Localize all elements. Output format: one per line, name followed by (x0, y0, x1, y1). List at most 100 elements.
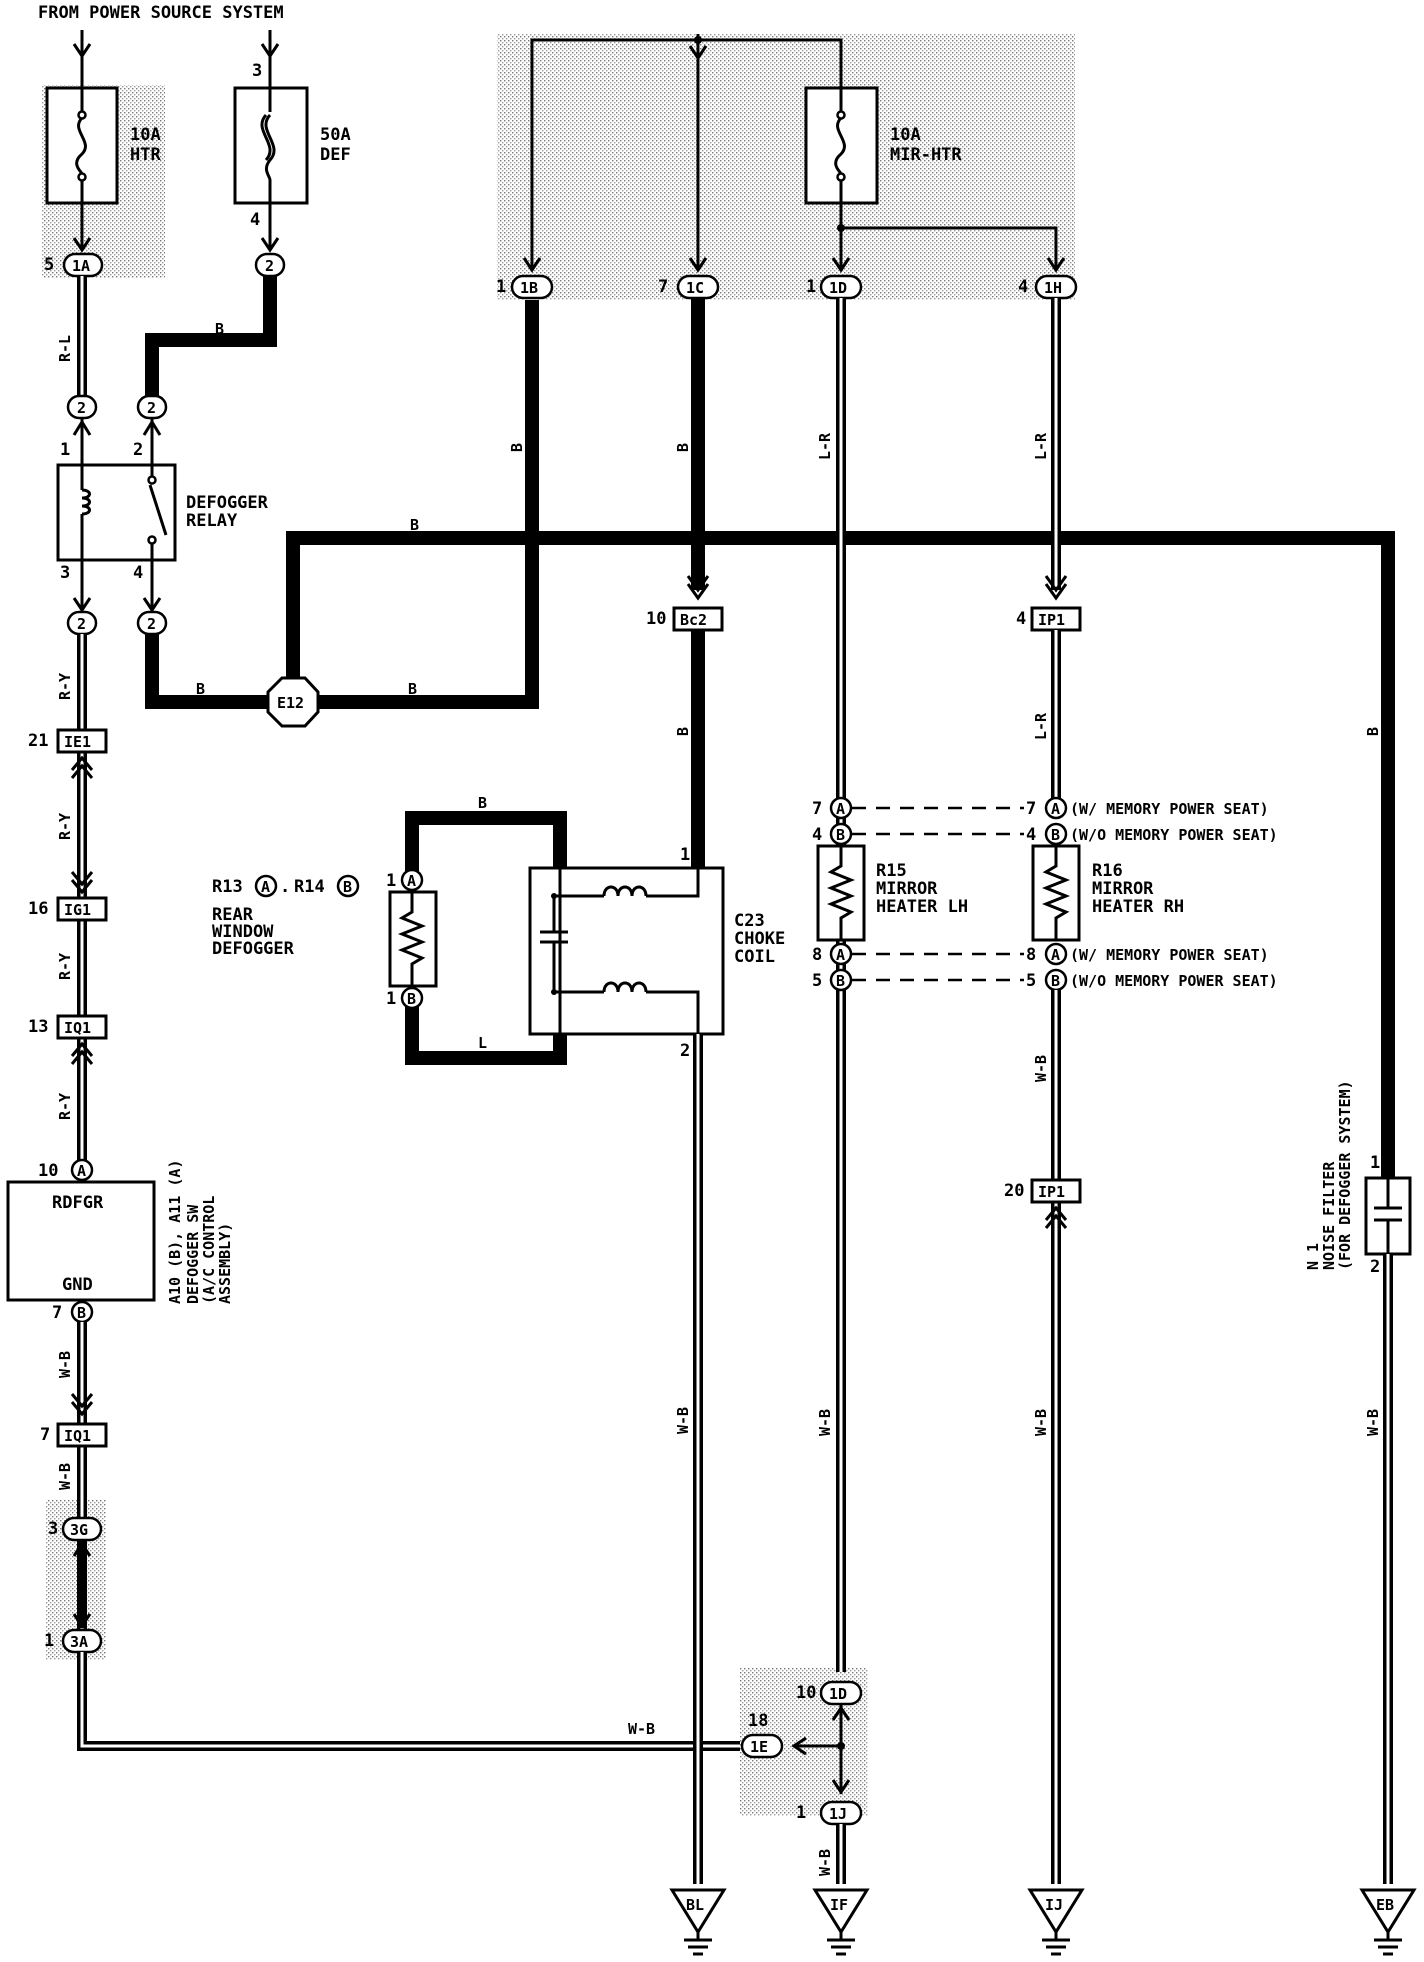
svg-text:1B: 1B (520, 279, 538, 297)
svg-text:(W/ MEMORY POWER SEAT): (W/ MEMORY POWER SEAT) (1070, 800, 1269, 818)
svg-text:7: 7 (52, 1303, 62, 1323)
svg-text:Bc2: Bc2 (680, 611, 707, 629)
svg-text:7: 7 (658, 277, 668, 297)
svg-text:4: 4 (1026, 825, 1036, 845)
svg-text:1: 1 (680, 845, 690, 865)
svg-text:RDFGR: RDFGR (52, 1193, 104, 1213)
svg-text:BL: BL (686, 1896, 704, 1914)
svg-text:COIL: COIL (734, 947, 775, 967)
svg-text:B: B (836, 826, 845, 844)
svg-text:(W/O MEMORY POWER SEAT): (W/O MEMORY POWER SEAT) (1070, 972, 1278, 990)
mirror-heaters: 7 A 4 B 8 A 5 B R15 MIRROR HEATER LH 7 A… (812, 796, 1278, 992)
connector-1j: 1 1J (796, 1800, 863, 1826)
junction-shade-main (497, 34, 1075, 300)
svg-text:L-R: L-R (816, 432, 834, 460)
svg-text:10A: 10A (130, 125, 161, 145)
connector-1e: 18 1E (740, 1711, 784, 1759)
svg-text:4: 4 (812, 825, 822, 845)
svg-text:13: 13 (28, 1017, 48, 1037)
svg-text:(FOR DEFOGGER SYSTEM): (FOR DEFOGGER SYSTEM) (1336, 1080, 1354, 1270)
svg-text:1: 1 (386, 989, 396, 1009)
svg-text:2: 2 (265, 257, 274, 275)
svg-text:B: B (1051, 972, 1060, 990)
svg-text:B: B (508, 443, 526, 452)
svg-text:B: B (196, 680, 205, 698)
svg-text:B: B (77, 1304, 86, 1322)
rear-window-defogger: B L 1 A 1 B R13 A . R14 B REAR WINDOW DE… (212, 794, 567, 1065)
svg-text:ASSEMBLY): ASSEMBLY) (216, 1223, 234, 1304)
connector-ip1-bottom: 20 IP1 (1004, 1178, 1082, 1204)
svg-text:A: A (1051, 946, 1060, 964)
svg-text:DEFOGGER: DEFOGGER (186, 493, 269, 513)
fuse-def: 3 50A DEF 4 (233, 61, 351, 230)
svg-text:10: 10 (796, 1683, 816, 1703)
svg-text:1H: 1H (1044, 279, 1062, 297)
svg-text:5: 5 (44, 255, 54, 275)
connector-1c: 7 1C (658, 274, 720, 300)
svg-text:EB: EB (1376, 1896, 1394, 1914)
svg-text:1: 1 (806, 277, 816, 297)
svg-text:C23: C23 (734, 911, 765, 931)
svg-text:1: 1 (386, 871, 396, 891)
connector-3a: 1 3A (44, 1628, 103, 1654)
svg-text:B: B (408, 680, 417, 698)
svg-text:A: A (836, 800, 845, 818)
connector-2-def: 2 (254, 252, 286, 278)
svg-text:W-B: W-B (1032, 1055, 1050, 1082)
svg-text:1: 1 (60, 440, 70, 460)
svg-text:A10 (B), A11 (A): A10 (B), A11 (A) (166, 1160, 184, 1305)
svg-text:B: B (410, 516, 419, 534)
svg-text:B: B (343, 878, 352, 896)
svg-text:GND: GND (62, 1275, 93, 1295)
svg-text:1: 1 (796, 1803, 806, 1823)
svg-text:DEFOGGER SW: DEFOGGER SW (184, 1204, 202, 1304)
svg-text:R13: R13 (212, 877, 243, 897)
wire-label-rl: R-L (56, 335, 74, 362)
svg-text:DEFOGGER: DEFOGGER (212, 939, 295, 959)
connector-1h: 4 1H (1018, 274, 1078, 300)
svg-text:10: 10 (646, 609, 666, 629)
svg-text:IQ1: IQ1 (64, 1427, 91, 1445)
svg-text:2: 2 (147, 615, 156, 633)
svg-text:CHOKE: CHOKE (734, 929, 785, 949)
svg-text:IG1: IG1 (64, 901, 91, 919)
connector-ie1: 21 IE1 (28, 728, 108, 754)
svg-text:L: L (478, 1034, 487, 1052)
svg-text:4: 4 (250, 210, 260, 230)
connector-ip1-top: 4 IP1 (1016, 606, 1082, 632)
svg-text:B: B (674, 727, 692, 736)
svg-text:3A: 3A (70, 1633, 88, 1651)
svg-text:W-B: W-B (1032, 1409, 1050, 1436)
svg-text:7: 7 (812, 799, 822, 819)
svg-text:DEF: DEF (320, 145, 351, 165)
svg-text:20: 20 (1004, 1181, 1024, 1201)
connector-1a: 5 1A (44, 252, 104, 278)
svg-text:W-B: W-B (628, 1720, 655, 1738)
svg-text:R16: R16 (1092, 861, 1123, 881)
svg-text:50A: 50A (320, 125, 351, 145)
fuse-mir-htr: 10A MIR-HTR (804, 86, 1066, 273)
svg-text:3: 3 (252, 61, 262, 81)
svg-text:NOISE FILTER: NOISE FILTER (1320, 1161, 1338, 1270)
ac-control-assembly: 10 A RDFGR GND 7 B A10 (B), A11 (A) DEFO… (6, 1158, 234, 1324)
svg-text:A: A (407, 872, 416, 890)
svg-text:3: 3 (48, 1519, 58, 1539)
svg-text:1D: 1D (829, 1685, 847, 1703)
connector-1d-top: 1 1D (806, 274, 863, 300)
svg-text:8: 8 (1026, 945, 1036, 965)
svg-text:1E: 1E (750, 1738, 768, 1756)
svg-text:W-B: W-B (56, 1463, 74, 1490)
svg-text:.: . (280, 877, 290, 897)
svg-text:3: 3 (60, 563, 70, 583)
svg-text:1D: 1D (829, 279, 847, 297)
power-in-arrows (72, 30, 280, 88)
fuse-htr: 10A HTR (45, 86, 161, 205)
svg-text:N 1: N 1 (1304, 1243, 1322, 1270)
svg-text:IP1: IP1 (1038, 1183, 1065, 1201)
svg-text:1: 1 (44, 1631, 54, 1651)
relay-connector-upper: 2 2 (66, 394, 168, 420)
defogger-relay: 1 2 DEFOGGER RELAY 3 4 (56, 440, 269, 583)
svg-text:3G: 3G (70, 1521, 88, 1539)
junction-e12: E12 (266, 676, 320, 728)
